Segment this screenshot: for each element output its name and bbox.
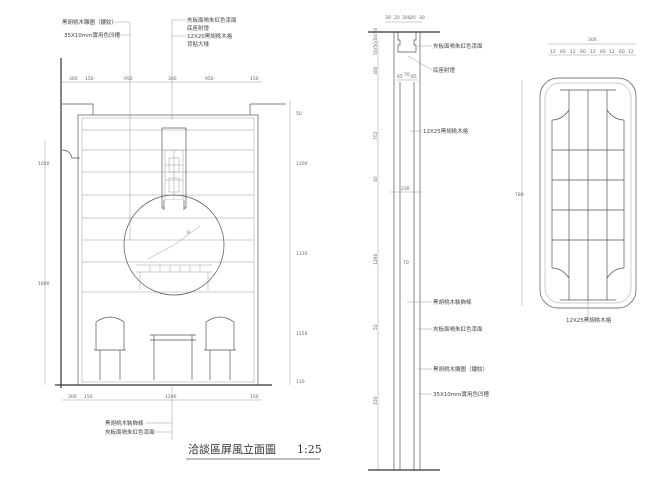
- dim: 50: [296, 111, 302, 117]
- label-paint: 夾板面噴朱紅色漆面: [187, 16, 237, 24]
- lattice-dim: 12: [609, 49, 615, 55]
- label-trim: 黑胡桃木裝飾條: [105, 419, 144, 427]
- section-label-grid: 12X25黑胡桃木格: [423, 127, 469, 135]
- lattice-dim: 60: [619, 49, 625, 55]
- dim: 300: [373, 66, 379, 75]
- dim: 70: [404, 72, 410, 78]
- dim: 300: [69, 76, 78, 82]
- dim: 150: [250, 394, 259, 400]
- dim: 1200: [296, 161, 308, 167]
- dim: 30: [385, 15, 391, 21]
- dim: 1150: [296, 331, 308, 337]
- dim: 150: [84, 394, 93, 400]
- label-detail: 背貼大樣: [187, 40, 210, 48]
- section-label-paint: 夾板面噴朱紅色漆面: [433, 42, 483, 50]
- dim: 780: [515, 192, 524, 198]
- dim: 150: [250, 76, 259, 82]
- dim: 1200: [165, 394, 177, 400]
- dim: 1260: [373, 253, 379, 265]
- lattice-dim: 12: [628, 49, 634, 55]
- dim: 110: [296, 379, 305, 385]
- section-label-paint-bottom: 夾板面噴朱紅色漆面: [433, 325, 483, 333]
- dim: 702: [373, 131, 379, 140]
- section-label-groove: 35X10mm實用色凹槽: [433, 390, 489, 398]
- dim: 950: [205, 76, 214, 82]
- dim: 1050: [38, 161, 50, 167]
- lattice-label: 12X25黑胡桃木格: [566, 316, 612, 324]
- label-grid: 12X20黑胡桃木格: [187, 32, 233, 40]
- drawing-title: 洽談區屏風立面圖: [188, 442, 276, 456]
- section-label-light: 底座射燈: [433, 66, 456, 74]
- chair-left: [94, 316, 126, 380]
- dim: 40: [373, 176, 379, 182]
- dim: 150: [373, 396, 379, 405]
- dim: 50/50/50/50: [373, 27, 379, 55]
- label-light: 底座射燈: [187, 24, 210, 32]
- dim: 230: [401, 186, 410, 192]
- drawing-scale: 1:25: [297, 443, 322, 456]
- dim: 52: [373, 324, 379, 330]
- dim: 65: [397, 74, 403, 80]
- dim: 70: [403, 260, 409, 266]
- dim: 1800: [38, 281, 50, 287]
- lattice-dim: 60: [580, 49, 586, 55]
- label-paint-bottom: 夾板面噴朱紅色漆面: [105, 428, 155, 436]
- dim: 20: [394, 15, 400, 21]
- dim: 300: [402, 15, 411, 21]
- lattice-dim: 12: [570, 49, 576, 55]
- dim: 1130: [296, 251, 308, 257]
- section-label-carving: 黑胡桃木雕圖（鏤紋）: [433, 365, 488, 373]
- screen-section: 30 20 300 20 30 50/50/50/50 300 702 40 1…: [368, 15, 489, 471]
- lattice-dim: 12: [590, 49, 596, 55]
- dim: R: [187, 230, 190, 236]
- lattice-dim: 60: [560, 49, 566, 55]
- chair-right: [204, 316, 236, 380]
- dim: 150: [85, 76, 94, 82]
- dim: 20: [410, 15, 416, 21]
- lattice-dim: 12: [550, 49, 556, 55]
- label-carving: 黑胡桃木雕圖（鏤紋）: [62, 18, 117, 26]
- dim: 950: [124, 76, 133, 82]
- lattice-dim: 60: [600, 49, 606, 55]
- screen-elevation: 黑胡桃木雕圖（鏤紋） 35X10mm實用色凹槽 夾板面噴朱紅色漆面 底座射燈 1…: [38, 16, 322, 460]
- label-groove: 35X10mm實用色凹槽: [64, 31, 120, 39]
- tea-table: [150, 334, 196, 380]
- dim: 300: [588, 37, 597, 43]
- dim: 30: [419, 15, 425, 21]
- section-label-trim: 黑胡桃木裝飾條: [433, 298, 472, 306]
- dim: 300: [168, 76, 177, 82]
- dim: 65: [411, 74, 417, 80]
- dim: 300: [68, 394, 77, 400]
